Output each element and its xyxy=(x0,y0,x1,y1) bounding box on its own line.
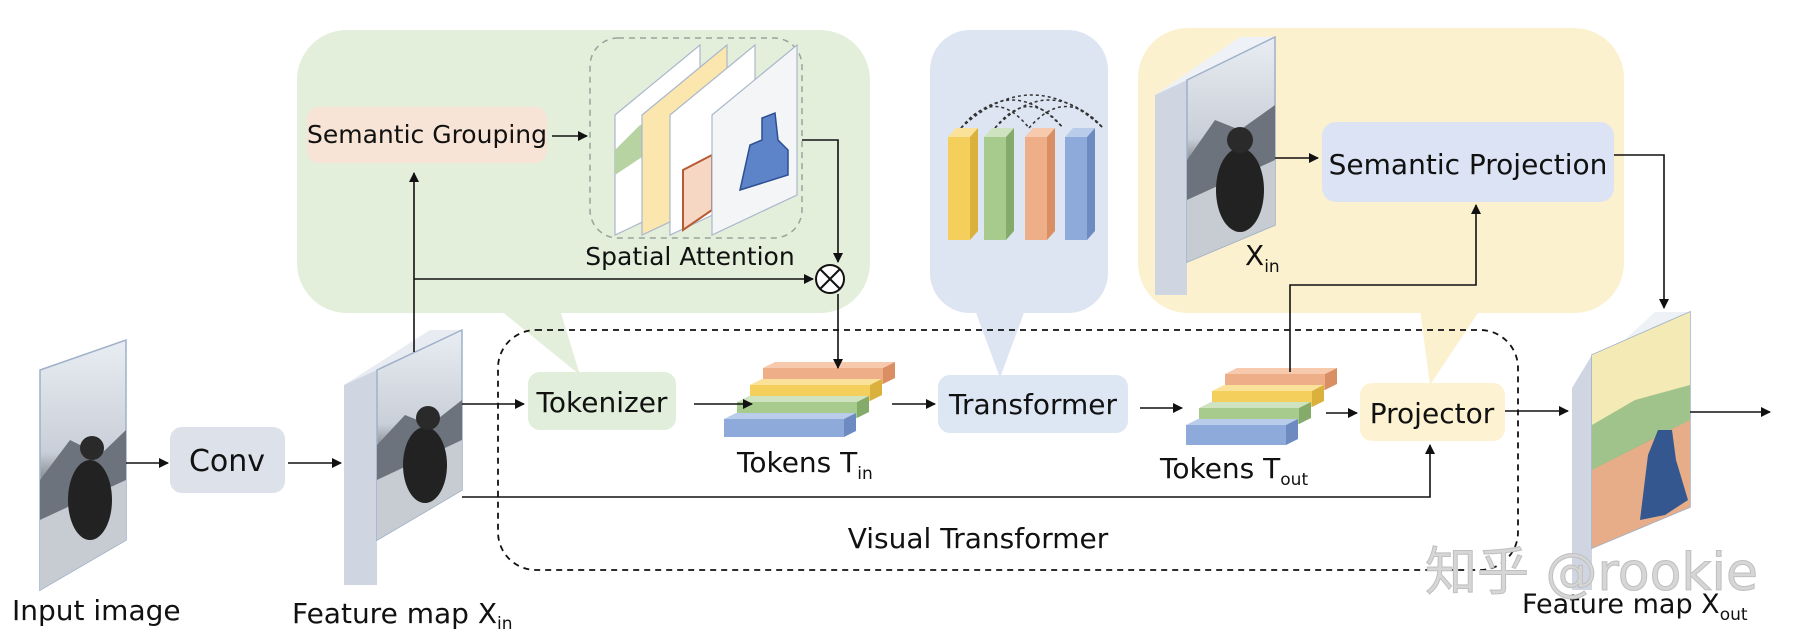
projector-label: Projector xyxy=(1370,397,1495,430)
feature-map-in xyxy=(344,328,463,585)
x-in-feature-map xyxy=(1155,35,1276,295)
spatial-attention-label: Spatial Attention xyxy=(585,242,794,271)
feature-map-in-label: Feature map Xin xyxy=(292,597,513,634)
semantic-grouping-label: Semantic Grouping xyxy=(307,120,547,149)
semantic-grouping-box xyxy=(307,107,547,163)
input-image xyxy=(39,338,127,592)
visual-transformer-boundary xyxy=(497,329,1519,571)
flow-arrows xyxy=(126,131,1771,498)
multiply-circle-icon xyxy=(815,264,845,294)
tokens-out-stack xyxy=(1186,368,1337,445)
tokens-in-stack xyxy=(724,362,895,437)
tokenizer-label: Tokenizer xyxy=(536,386,668,419)
blue-bubble xyxy=(930,30,1108,378)
watermark: 知乎 @rookie xyxy=(1425,543,1758,603)
input-image-label: Input image xyxy=(12,594,181,627)
tokenizer-box xyxy=(528,372,676,430)
transformer-box xyxy=(938,375,1128,433)
projector-box xyxy=(1360,383,1505,441)
feature-map-out-label: Feature map Xout xyxy=(1522,589,1748,625)
spatial-attention-stack xyxy=(589,37,803,239)
attention-token-columns xyxy=(948,94,1104,240)
semantic-projection-box xyxy=(1322,122,1614,202)
conv-box xyxy=(170,427,285,493)
tokens-out-label: Tokens Tout xyxy=(1159,452,1308,490)
visual-transformer-label: Visual Transformer xyxy=(848,522,1109,555)
feature-map-out xyxy=(1572,310,1691,590)
transformer-label: Transformer xyxy=(948,388,1118,421)
semantic-projection-label: Semantic Projection xyxy=(1329,148,1608,181)
x-in-label: Xin xyxy=(1245,239,1280,277)
tokens-in-label: Tokens Tin xyxy=(736,446,873,484)
conv-label: Conv xyxy=(189,444,265,479)
